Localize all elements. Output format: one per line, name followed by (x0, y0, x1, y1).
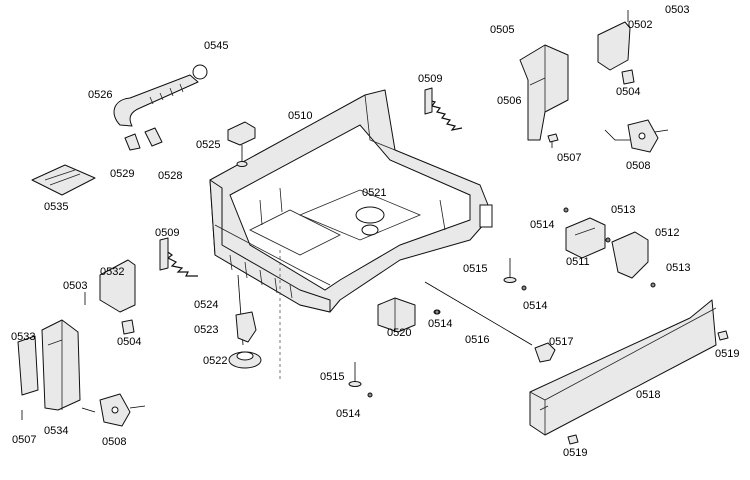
hinge-left-part (81, 393, 146, 427)
support-bracket-part (227, 121, 256, 167)
callout-0503-left: 0503 (63, 280, 88, 292)
callout-0514-center: 0514 (428, 318, 453, 330)
callout-0510: 0510 (288, 110, 313, 122)
callout-0519-bottom: 0519 (563, 447, 588, 459)
callout-0521: 0521 (362, 187, 387, 199)
callout-0528: 0528 (158, 170, 183, 182)
callout-0526: 0526 (88, 89, 113, 101)
callout-0514-latch: 0514 (530, 219, 555, 231)
callout-0535: 0535 (44, 201, 69, 213)
door-latch-part (565, 217, 656, 288)
drain-hose-part (113, 64, 208, 151)
callout-0532: 0532 (100, 266, 125, 278)
screw-0519-part (567, 330, 729, 445)
callout-0515-right: 0515 (463, 263, 488, 275)
right-mount-bracket-part (519, 10, 635, 148)
spring-lower (164, 249, 198, 277)
callout-0512: 0512 (655, 227, 680, 239)
screw-0515-part (348, 258, 517, 387)
spring-upper (427, 99, 463, 131)
pin-0514-part (367, 207, 569, 398)
callout-0503-top: 0503 (665, 4, 690, 16)
callout-0513-right: 0513 (666, 262, 691, 274)
spring-lower-bracket (159, 237, 169, 271)
toe-kick-panel-part (529, 299, 717, 436)
hinge-right-part (604, 119, 669, 153)
callout-0505: 0505 (490, 24, 515, 36)
callout-0516: 0516 (465, 334, 490, 346)
callout-0520: 0520 (387, 327, 412, 339)
insulation-pad-part (31, 164, 96, 196)
callout-0522: 0522 (203, 355, 228, 367)
screw-0507-part (547, 133, 559, 143)
callout-0523: 0523 (194, 324, 219, 336)
callout-0524: 0524 (194, 299, 219, 311)
callout-0507-top: 0507 (557, 152, 582, 164)
connecting-rod-part (424, 281, 533, 346)
callout-0502: 0502 (628, 19, 653, 31)
callout-0518: 0518 (636, 389, 661, 401)
callout-0519-right: 0519 (715, 348, 740, 360)
callout-0515-bottom: 0515 (320, 371, 345, 383)
callout-0509-top: 0509 (418, 73, 443, 85)
spring-upper-bracket (424, 87, 433, 115)
left-mount-bracket-part (17, 259, 136, 420)
callout-0534: 0534 (44, 425, 69, 437)
foot-cap-part (534, 342, 556, 363)
callout-0507-left: 0507 (12, 434, 37, 446)
callout-0511: 0511 (566, 256, 590, 268)
base-tub-part (209, 89, 493, 313)
callout-0514-right: 0514 (523, 300, 548, 312)
callout-0506: 0506 (497, 95, 522, 107)
callout-0508-top: 0508 (626, 160, 651, 172)
callout-0504-left: 0504 (117, 336, 142, 348)
callout-0533: 0533 (11, 331, 36, 343)
callout-0508-left: 0508 (102, 436, 127, 448)
callout-0504-top: 0504 (616, 86, 641, 98)
callout-0525: 0525 (196, 139, 221, 151)
callout-0513-top: 0513 (611, 204, 636, 216)
callout-0509-left: 0509 (155, 227, 180, 239)
float-assembly-part (228, 250, 281, 380)
callout-0517: 0517 (549, 336, 574, 348)
callout-0514-bottom: 0514 (336, 408, 361, 420)
callout-0545: 0545 (204, 40, 229, 52)
callout-0529: 0529 (110, 168, 135, 180)
